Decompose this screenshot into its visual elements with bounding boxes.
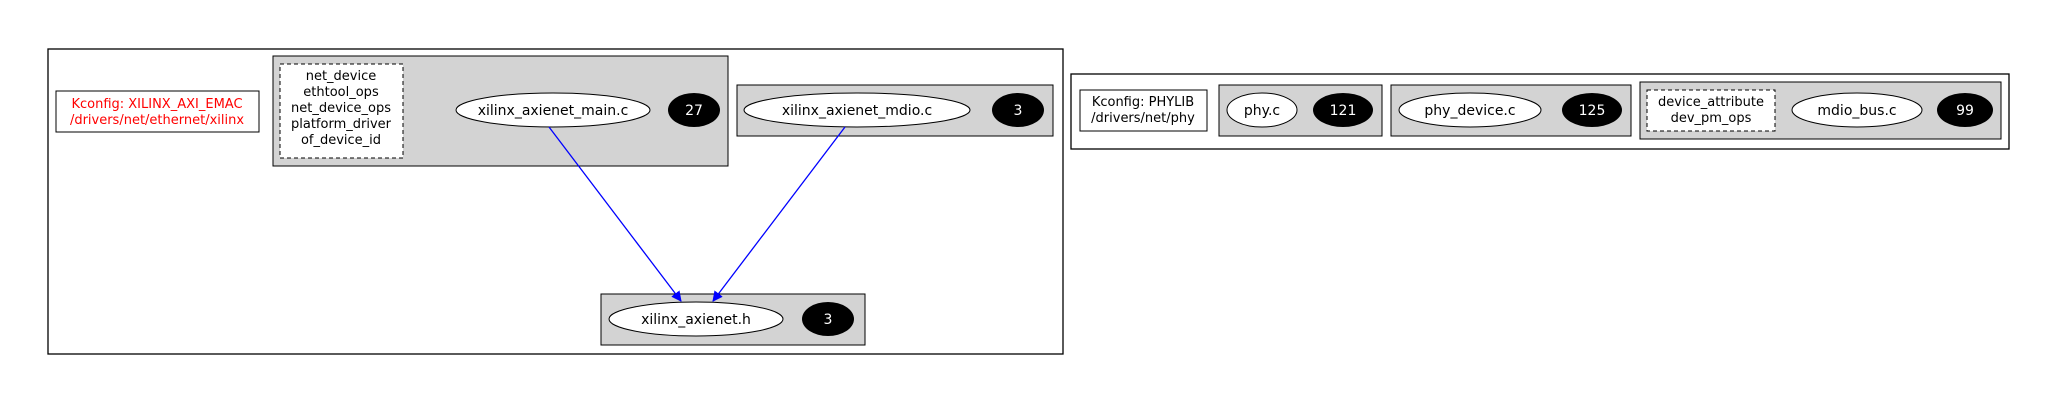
file-label-header: xilinx_axienet.h [641, 312, 751, 328]
file-ellipse-mdio-bus [1791, 92, 1923, 128]
edge-mdio-to-header [712, 126, 846, 302]
file-ellipse-header [608, 301, 784, 337]
count-mdio-bus: 99 [1956, 103, 1974, 119]
group-xilinx-axienet-mdio: xilinx_axienet_mdio.c 3 [736, 84, 1054, 137]
file-node-mdio-bus[interactable]: mdio_bus.c [1791, 92, 1923, 128]
count-badge-phy: 121 [1313, 93, 1373, 127]
cluster-xilinx-axi-emac: Kconfig: XILINX_AXI_EMAC /drivers/net/et… [47, 48, 1064, 355]
file-node-phy-device[interactable]: phy_device.c [1398, 92, 1542, 128]
file-node-xilinx-axienet-h[interactable]: xilinx_axienet.h [608, 301, 784, 337]
file-label-phy: phy.c [1244, 103, 1280, 119]
group-xilinx-axienet-main: net_device ethtool_ops net_device_ops pl… [272, 55, 729, 167]
count-badge-phy-device-ellipse [1562, 93, 1622, 127]
count-header: 3 [824, 312, 833, 328]
kconfig-xilinx-name: Kconfig: XILINX_AXI_EMAC [71, 97, 242, 112]
struct-net-device-ops: net_device_ops [291, 101, 391, 116]
count-badge-main: 27 [668, 93, 720, 127]
count-badge-main-ellipse [668, 93, 720, 127]
struct-net-device: net_device [306, 69, 377, 84]
struct-platform-driver: platform_driver [291, 117, 392, 132]
edge-main-to-header [548, 126, 682, 302]
count-badge-mdio: 3 [992, 93, 1044, 127]
file-node-xilinx-axienet-mdio[interactable]: xilinx_axienet_mdio.c [743, 92, 971, 128]
struct-list-main-box [279, 63, 404, 159]
count-badge-header-ellipse [802, 302, 854, 336]
group-mdio-bus: device_attribute dev_pm_ops mdio_bus.c 9… [1639, 81, 2002, 140]
file-node-xilinx-axienet-main[interactable]: xilinx_axienet_main.c [455, 92, 651, 128]
kconfig-xilinx-box [55, 90, 260, 133]
count-badge-mdio-bus-ellipse [1937, 93, 1993, 127]
file-ellipse-mdio [743, 92, 971, 128]
count-mdio: 3 [1014, 103, 1023, 119]
file-ellipse-phy [1226, 92, 1298, 128]
group-phy-device: phy_device.c 125 [1390, 84, 1632, 137]
kconfig-phylib-box [1079, 89, 1208, 132]
group-phy: phy.c 121 [1218, 84, 1383, 137]
kconfig-phylib-name: Kconfig: PHYLIB [1092, 95, 1194, 110]
file-label-phy-device: phy_device.c [1424, 103, 1515, 119]
file-label-main: xilinx_axienet_main.c [478, 103, 629, 119]
struct-ethtool-ops: ethtool_ops [303, 85, 379, 100]
struct-dev-pm-ops: dev_pm_ops [1671, 111, 1752, 126]
file-ellipse-main [455, 92, 651, 128]
count-badge-mdio-bus: 99 [1937, 93, 1993, 127]
group-xilinx-axienet-h: xilinx_axienet.h 3 [600, 293, 866, 346]
count-badge-phy-device: 125 [1562, 93, 1622, 127]
struct-device-attribute: device_attribute [1658, 95, 1764, 110]
cluster-phylib: Kconfig: PHYLIB /drivers/net/phy phy.c 1… [1070, 73, 2010, 150]
file-ellipse-phy-device [1398, 92, 1542, 128]
kconfig-phylib-node[interactable]: Kconfig: PHYLIB /drivers/net/phy [1079, 89, 1208, 132]
file-node-phy[interactable]: phy.c [1226, 92, 1298, 128]
kconfig-xilinx-node[interactable]: Kconfig: XILINX_AXI_EMAC /drivers/net/et… [55, 90, 260, 133]
file-label-mdio-bus: mdio_bus.c [1817, 103, 1896, 119]
count-main: 27 [685, 103, 703, 119]
count-badge-phy-ellipse [1313, 93, 1373, 127]
kconfig-xilinx-path: /drivers/net/ethernet/xilinx [70, 113, 244, 128]
file-label-mdio: xilinx_axienet_mdio.c [782, 103, 932, 119]
count-badge-mdio-ellipse [992, 93, 1044, 127]
count-phy-device: 125 [1579, 103, 1606, 119]
count-phy: 121 [1330, 103, 1357, 119]
count-badge-header: 3 [802, 302, 854, 336]
kconfig-phylib-path: /drivers/net/phy [1091, 111, 1195, 126]
struct-of-device-id: of_device_id [301, 133, 381, 148]
struct-list-mdio-bus-box [1646, 89, 1776, 132]
